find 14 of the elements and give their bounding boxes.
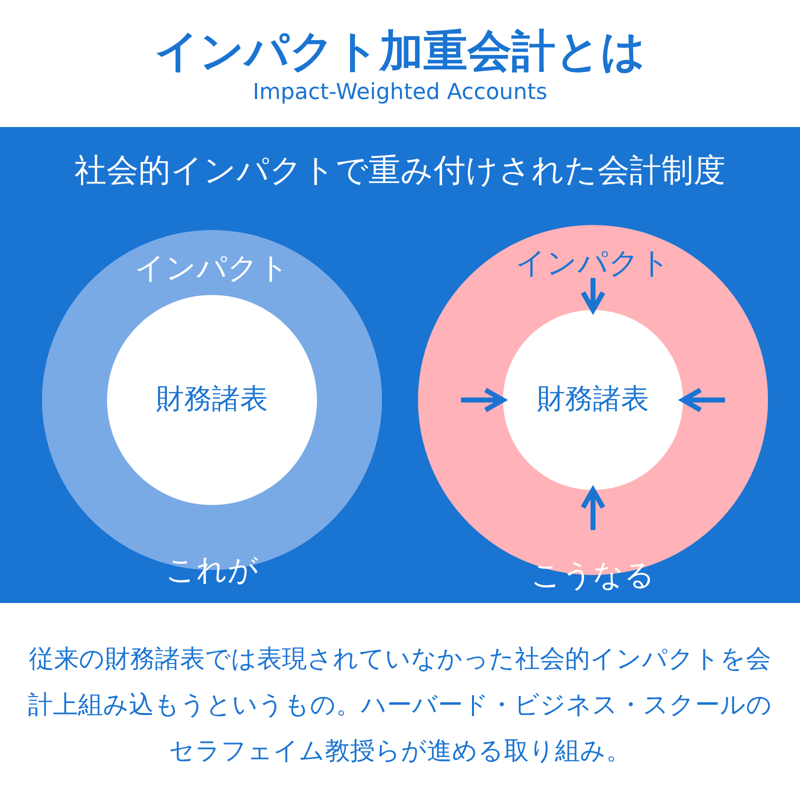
- banner-panel: [0, 127, 800, 603]
- ring-label: インパクト: [516, 246, 670, 281]
- arrow: [580, 488, 606, 530]
- subtitle: Impact-Weighted Accounts: [252, 80, 548, 105]
- heading: 社会的インパクトで重み付けされた会計制度: [74, 151, 726, 189]
- circle-label: 財務諸表: [537, 382, 649, 415]
- caption-label: これが: [166, 553, 258, 588]
- ring-label: インパクト: [134, 251, 290, 286]
- caption: 従来の財務諸表では表現されていなかった社会的インパクトを会計上組み込もうというもの。ハーバード・ビジネス・スクールのセラフェイム教授らが進める取り組み。: [27, 643, 773, 767]
- circle-label: 財務諸表: [156, 382, 268, 415]
- arrow: [461, 388, 506, 412]
- title: インパクト加重会計とは: [154, 26, 646, 77]
- arrow: [580, 278, 606, 312]
- arrow: [680, 388, 725, 412]
